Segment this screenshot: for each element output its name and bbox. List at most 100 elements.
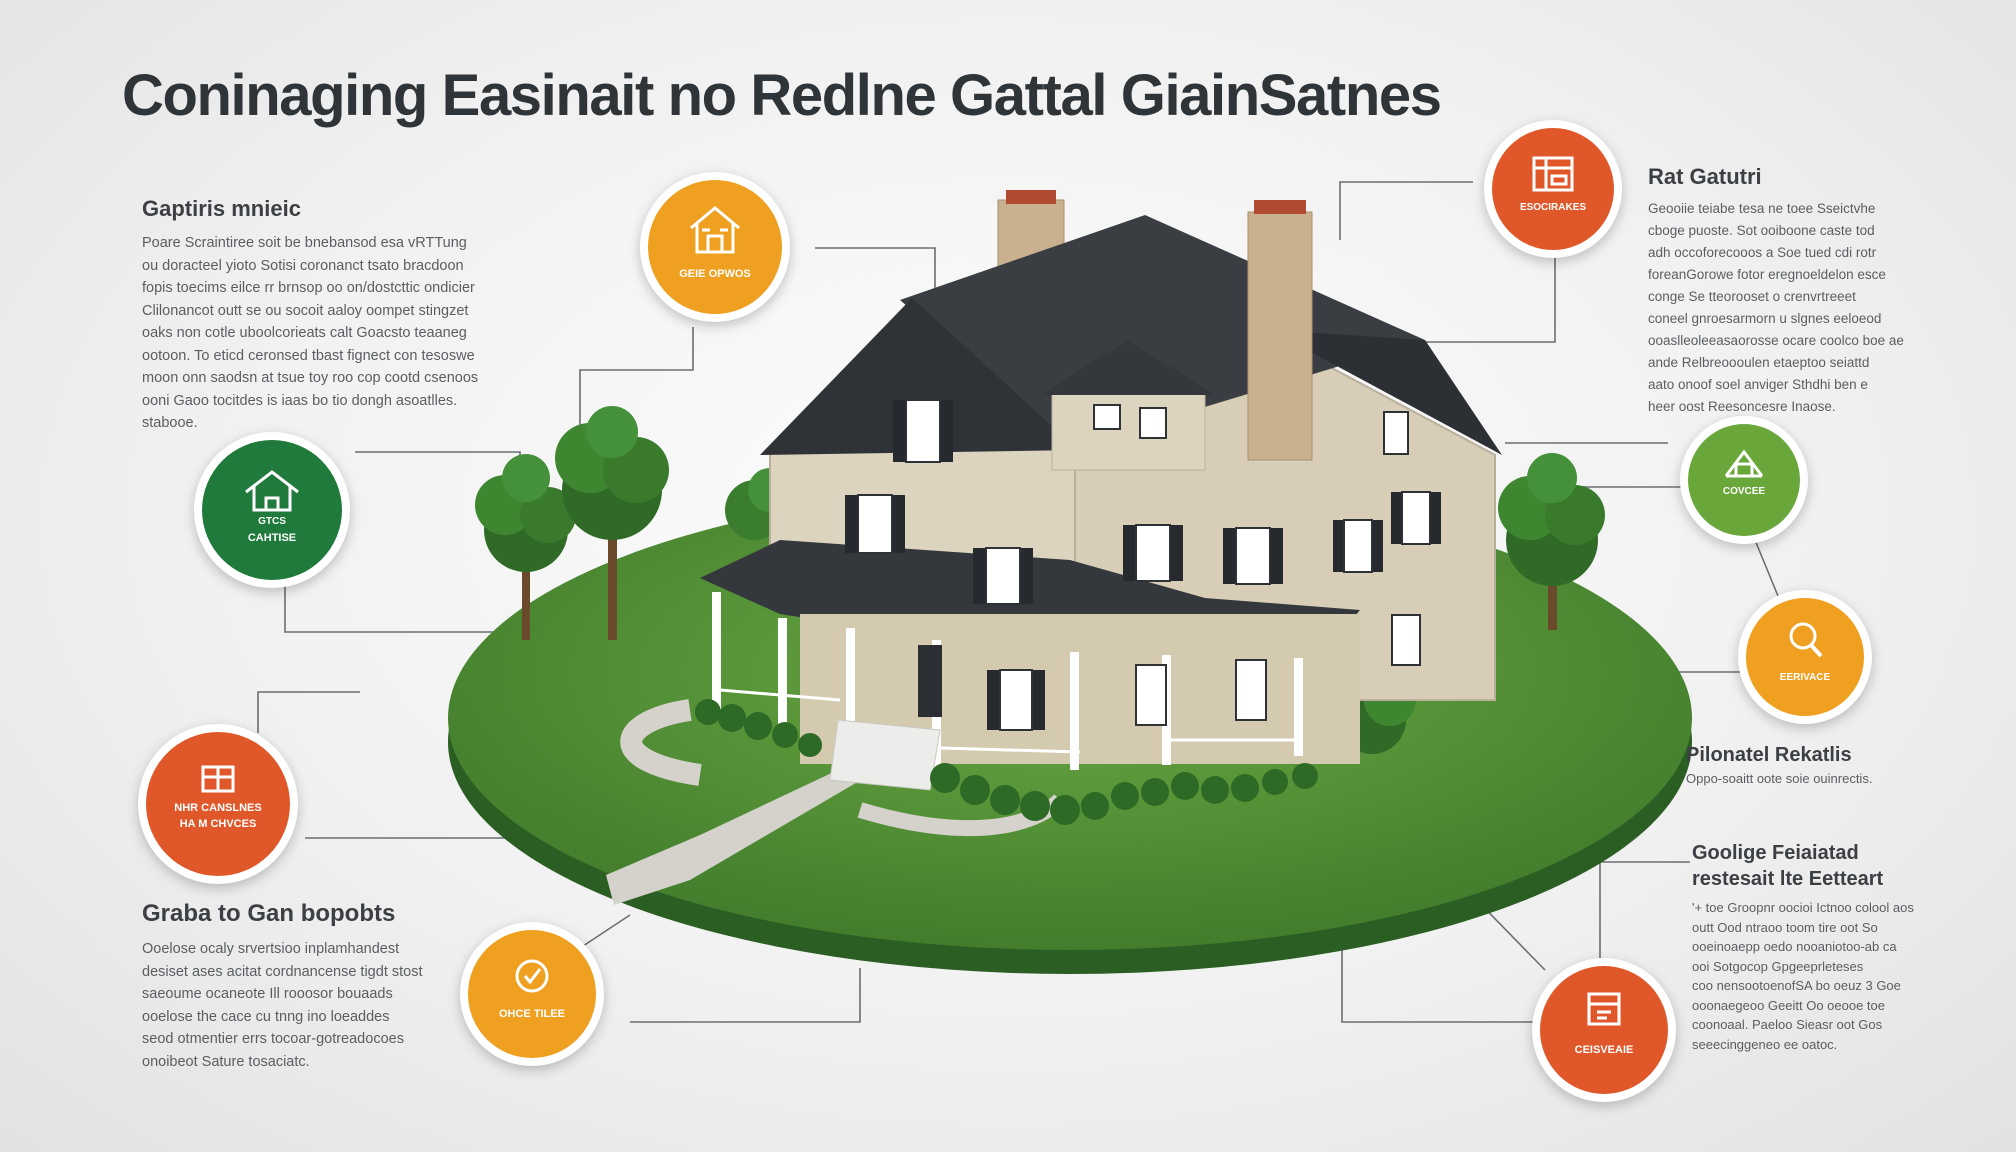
text-line: coneel gnroesarmorn u slgnes eeloeod [1648, 311, 1882, 326]
text-line: Clilonancot outt se ou socoit aaloy oomp… [142, 302, 469, 319]
badge-label: COVCEE [1722, 486, 1766, 497]
text-line: ooelose the cace cu tnng ino loeaddes [142, 1008, 390, 1025]
main-roof [900, 215, 1425, 448]
badge-fill [468, 930, 596, 1058]
badge-document: CEISVEAIE [1532, 958, 1676, 1102]
text-line: seod otmentier errs tocoar-gotreadocoes [142, 1031, 404, 1047]
magnifier-icon [1789, 622, 1823, 658]
left-panel-body: Ooelose ocaly srvertsioo inplamhandest d… [142, 938, 423, 1073]
text-line: adh occoforecooos a Soe tued cdi rotr [1648, 245, 1877, 260]
badge-label: OHCE TILEE [498, 1008, 565, 1020]
text-line: '+ toe Groopnr oocioi Ictnoo colool aos [1692, 900, 1914, 915]
document-icon [1587, 992, 1621, 1026]
page-title: Coninaging Easinait no Redlne Gattal Gia… [122, 63, 1442, 128]
tree [475, 454, 576, 640]
badge-label: NHR CANSLNES [174, 802, 262, 814]
badge-home: GTCS CAHTISE [194, 432, 350, 588]
left-panel-heading: Gaptiris mnieic [142, 196, 301, 221]
right-panel-body: '+ toe Groopnr oocioi Ictnoo colool aos … [1692, 898, 1914, 1054]
text-line: saeoume ocaneote Ill rooosor bouaads [142, 986, 393, 1002]
text-line: Ooelose ocaly srvertsioo inplamhandest [142, 941, 400, 957]
text-line: seeecinggeneo ee oatoc. [1692, 1036, 1838, 1052]
windows [857, 399, 1431, 731]
walkway [606, 770, 878, 905]
shrubs [695, 699, 1318, 825]
right-panel-body: Oppo-soaitt oote soie ouinrectis. [1686, 768, 1872, 791]
badge-label: HA M CHVCES [179, 818, 257, 830]
badge-magnifier: EERIVACE [1738, 590, 1872, 724]
text-line: coo nensootoenofSA bo oeuz 3 Goe [1692, 978, 1901, 993]
text-line: aato onoof soel anviger Sthdhi ben e [1648, 377, 1868, 392]
steps [829, 719, 941, 791]
connector-line [257, 691, 360, 733]
text-line: ooeinoaepp oedo nooaniotoo-ab ca [1692, 939, 1897, 954]
right-panel-heading: Rat Gatutri [1648, 164, 1762, 189]
blueprint-icon [1532, 156, 1574, 192]
right-panel-heading: Pilonatel Rekatlis [1686, 744, 1852, 766]
garden-path [620, 699, 702, 786]
tree [1498, 453, 1605, 630]
badge-fill [1688, 424, 1800, 536]
badge-blueprint: ESOCIRAKES [1484, 120, 1622, 258]
text-line: Geooiie teiabe tesa ne toee Sseictvhe [1648, 201, 1876, 216]
connector-line [1754, 539, 1779, 597]
tree [555, 406, 669, 640]
badge-label: EERIVACE [1779, 672, 1831, 683]
badge-label: GTCS [258, 516, 286, 527]
roof-frame-icon [1724, 449, 1764, 478]
text-line: cboge puoste. Sot ooiboone caste tod [1648, 223, 1875, 238]
connector-line [815, 247, 936, 300]
text-line: coonoaal. Paeloo Sieasr oot Gos [1692, 1017, 1883, 1032]
home-icon [245, 470, 299, 512]
window-icon [201, 765, 235, 793]
badge-label: CEISVEAIE [1574, 1044, 1634, 1056]
heading-line: Goolige Feiaiatad [1692, 842, 1859, 864]
chimney [1247, 211, 1313, 461]
tag-icon [515, 959, 549, 993]
text-line: conge Se tteorooset o crenvrtreeet [1648, 289, 1856, 304]
connector-line [1341, 940, 1540, 1023]
badge-label: ESOCIRAKES [1519, 202, 1587, 213]
badge-fill [648, 180, 782, 314]
connector-line [1339, 181, 1473, 240]
badge-tag: OHCE TILEE [460, 922, 604, 1066]
text-line: heer oost Reesoncesre Inaose. [1648, 399, 1836, 414]
shutters [845, 400, 1441, 730]
text-line: outt Ood ntraoo toom tire oot So [1692, 919, 1878, 935]
badge-roof-frame: COVCEE [1680, 416, 1808, 544]
badge-fill [1540, 966, 1668, 1094]
badge-window: NHR CANSLNES HA M CHVCES [138, 724, 298, 884]
text-line: ooonaegeoo Geeitt Oo oeooe toe [1692, 997, 1885, 1013]
text-line: foreanGorowe fotor eregnoeldelon esce [1648, 267, 1886, 282]
text-line: ooni Gaoo tocitdes is iaas bo tio dongh … [142, 392, 458, 409]
text-line: moon onn saodsn at tsue toy roo cop coot… [142, 370, 479, 386]
right-panel-body: Geooiie teiabe tesa ne toee Sseictvhe cb… [1648, 198, 1904, 418]
text-line: ooaslleoleeasaorosse ocare coolco boe ae [1648, 333, 1904, 348]
badge-label: CAHTISE [247, 532, 297, 544]
connector-line [579, 914, 631, 949]
badge-fill [146, 732, 290, 876]
connector-line [630, 968, 861, 1023]
text-line: stabooe. [142, 415, 198, 431]
badge-fill [1746, 598, 1864, 716]
text-line: ooi Sotgocop Gpgeeprleteses [1692, 958, 1864, 974]
text-line: desiset ases acitat cordnancense tigdt s… [142, 963, 423, 980]
house-plan-icon [690, 206, 740, 254]
connector-line [1425, 258, 1556, 343]
text-line: Oppo-soaitt oote soie ouinrectis. [1686, 771, 1873, 786]
text-line: fopis toecims eilce rr brnsop oo on/dost… [142, 280, 475, 296]
text-line: Poare Scraintiree soit be bnebansod esa … [142, 235, 467, 251]
right-panel-heading: Goolige Feiaiatad restesait lte Eetteart [1692, 840, 1883, 892]
heading-line: restesait lte Eetteart [1692, 868, 1884, 890]
text-line: onoibeot Sature tosaciatc. [142, 1053, 310, 1070]
text-line: ou doracteel yioto Sotisi coronanct tsat… [142, 257, 464, 274]
text-line: ande Relbreoooulen etaeptoo seiattd [1648, 355, 1870, 370]
text-line: ootoon. To eticd ceronsed tbast fignect … [142, 347, 475, 364]
left-panel-body: Poare Scraintiree soit be bnebansod esa … [142, 232, 478, 435]
front-door [918, 645, 942, 717]
text-line: oaks non cotle uboolcorieats calt Goacst… [142, 325, 467, 341]
